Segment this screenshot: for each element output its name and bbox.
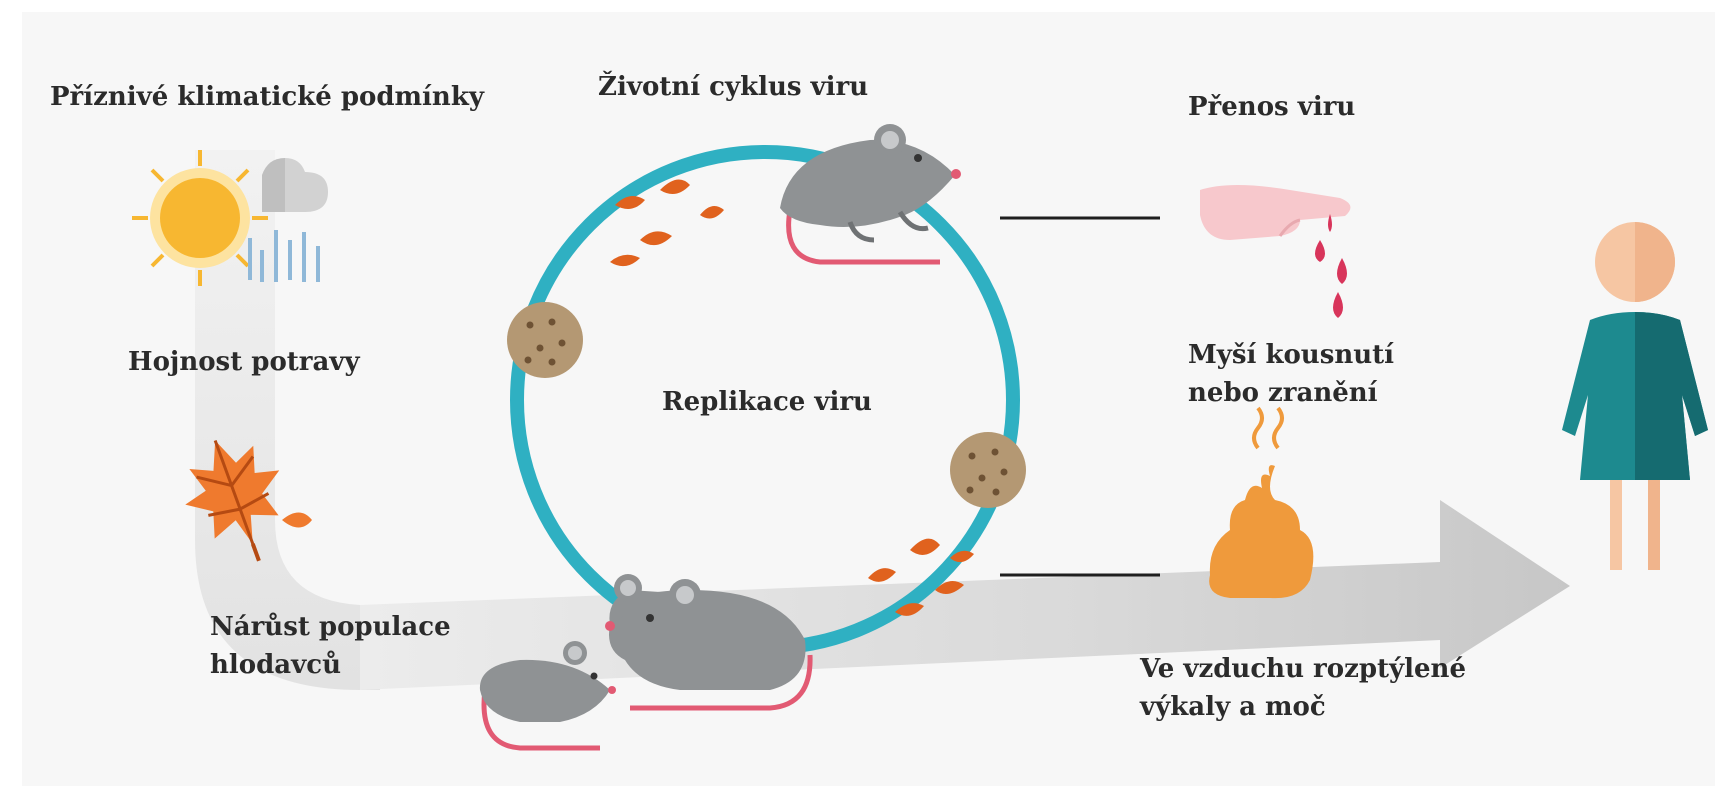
droppings-icon bbox=[1209, 406, 1314, 599]
cloud-icon bbox=[262, 158, 328, 212]
label-airborne-line2: výkaly a moč bbox=[1140, 692, 1326, 722]
flow-band-vertical bbox=[195, 150, 380, 690]
ring-leaves-top-left bbox=[610, 179, 724, 267]
sun-icon bbox=[132, 150, 268, 286]
mouse-icon bbox=[780, 124, 961, 265]
rain-icon bbox=[248, 230, 320, 282]
autumn-leaf-icon bbox=[185, 439, 280, 562]
seed-cookie-icon bbox=[950, 432, 1026, 508]
label-transmission: Přenos viru bbox=[1188, 92, 1356, 122]
label-bite-line1: Myší kousnutí bbox=[1188, 340, 1395, 370]
sun-rain-cloud-icon bbox=[132, 150, 328, 286]
label-bite-line2: nebo zranění bbox=[1188, 378, 1378, 408]
seed-cookie-icon bbox=[507, 302, 583, 378]
label-replication: Replikace viru bbox=[662, 387, 872, 417]
ring-leaves-bottom-right bbox=[868, 538, 974, 616]
person-icon bbox=[1562, 222, 1708, 570]
label-airborne-line1: Ve vzduchu rozptýlené bbox=[1140, 654, 1466, 684]
label-population-line1: Nárůst populace bbox=[210, 612, 451, 642]
label-climate: Příznivé klimatické podmínky bbox=[50, 82, 484, 112]
mouse-icon bbox=[479, 641, 616, 751]
mouse-icon bbox=[605, 574, 813, 711]
small-leaf-icon bbox=[282, 512, 312, 528]
label-food-abundance: Hojnost potravy bbox=[128, 347, 360, 377]
label-lifecycle: Životní cyklus viru bbox=[598, 72, 869, 102]
label-population-line2: hlodavců bbox=[210, 650, 341, 680]
bleeding-finger-icon bbox=[1200, 185, 1351, 318]
